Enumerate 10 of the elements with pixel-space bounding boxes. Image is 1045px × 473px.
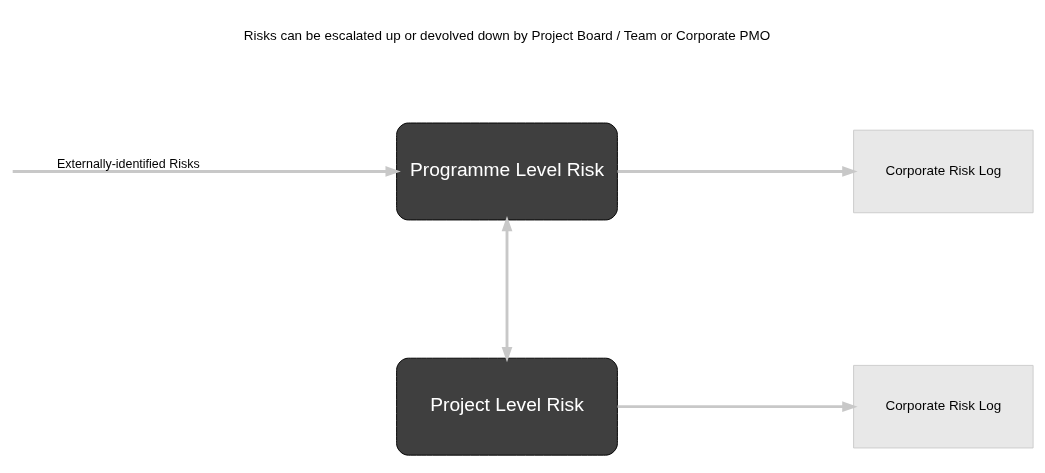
arrow (617, 400, 858, 412)
node-box: Corporate Risk Log (853, 364, 1034, 448)
node-box: Project Level Risk (396, 357, 618, 456)
node-box: Programme Level Risk (396, 122, 618, 220)
node-box: Corporate Risk Log (853, 129, 1034, 213)
label: Risks can be escalated up or devolved down by Project Board / Team or Corporate PMO (243, 27, 771, 43)
arrow (617, 165, 858, 177)
arrow (501, 215, 513, 362)
arrow (12, 165, 401, 177)
edge-label: Externally-identified Risks (56, 156, 200, 171)
